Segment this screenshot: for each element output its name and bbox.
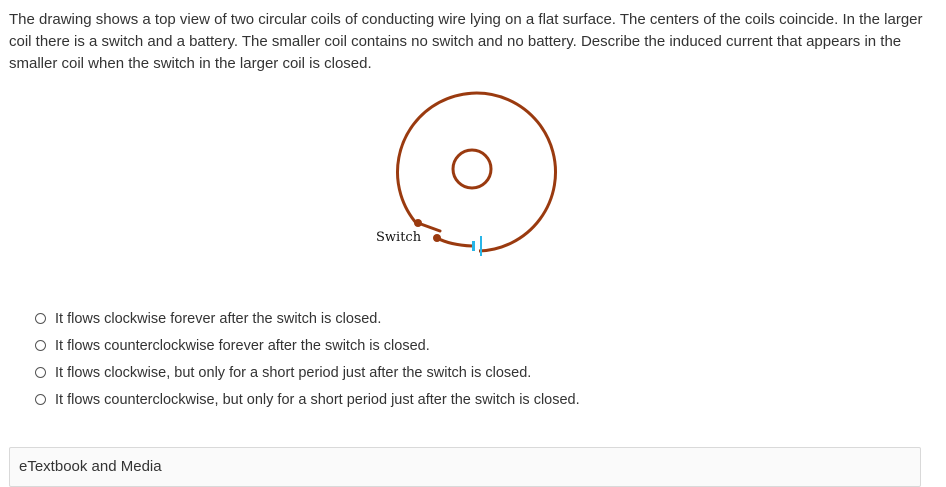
- answer-option-label: It flows clockwise forever after the swi…: [55, 310, 382, 327]
- etextbook-title[interactable]: eTextbook and Media: [19, 458, 162, 475]
- large-coil: [396, 91, 557, 253]
- answer-option-label: It flows clockwise, but only for a short…: [55, 364, 532, 381]
- etextbook-panel[interactable]: eTextbook and Media: [9, 447, 921, 487]
- answer-option-1[interactable]: It flows clockwise forever after the swi…: [35, 305, 580, 332]
- answer-option-label: It flows counterclockwise forever after …: [55, 337, 430, 354]
- radio-button-icon[interactable]: [35, 313, 46, 324]
- answer-option-3[interactable]: It flows clockwise, but only for a short…: [35, 359, 580, 386]
- radio-button-icon[interactable]: [35, 367, 46, 378]
- answer-option-label: It flows counterclockwise, but only for …: [55, 391, 580, 408]
- radio-button-icon[interactable]: [35, 340, 46, 351]
- answer-option-4[interactable]: It flows counterclockwise, but only for …: [35, 386, 580, 413]
- question-text: The drawing shows a top view of two circ…: [9, 11, 923, 72]
- switch-to-battery-wire: [436, 236, 473, 248]
- battery-positive-plate: [480, 236, 482, 256]
- switch-label: Switch: [376, 230, 422, 245]
- small-coil: [451, 148, 493, 190]
- radio-button-icon[interactable]: [35, 394, 46, 405]
- switch-pivot: [414, 219, 422, 227]
- answer-options: It flows clockwise forever after the swi…: [35, 305, 580, 413]
- coils-diagram: [396, 91, 557, 256]
- answer-option-2[interactable]: It flows counterclockwise forever after …: [35, 332, 580, 359]
- battery-negative-plate: [472, 241, 475, 251]
- coils-figure: [360, 80, 580, 265]
